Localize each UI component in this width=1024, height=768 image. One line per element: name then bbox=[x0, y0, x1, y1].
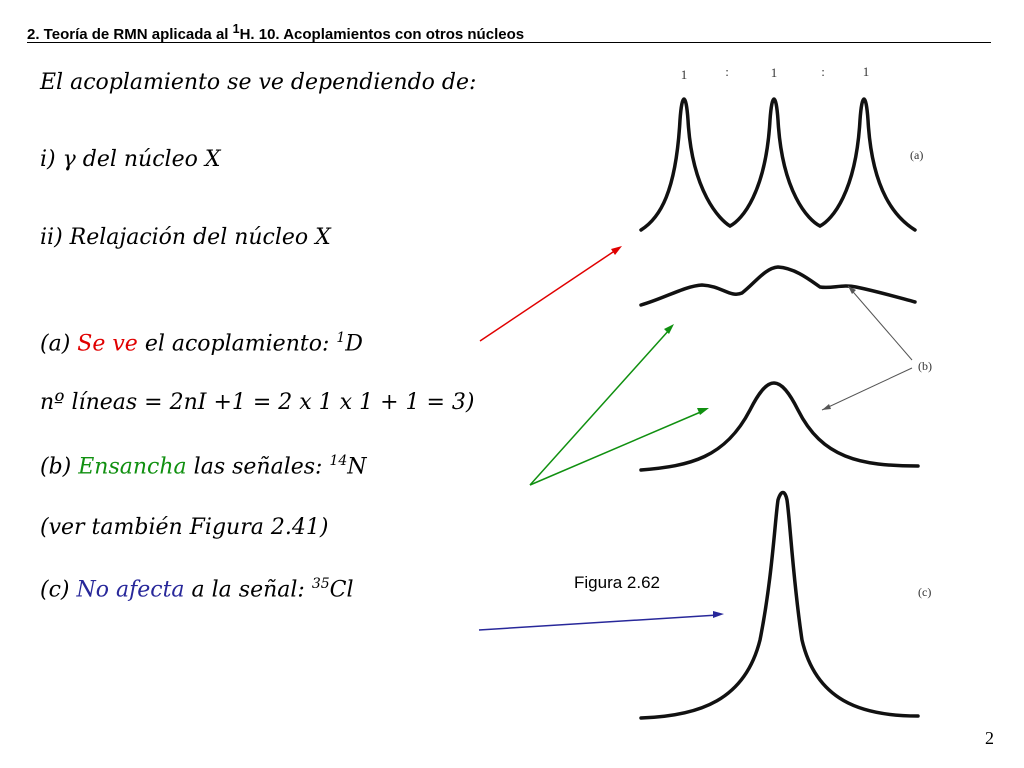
header-suffix: H. 10. Acoplamientos con otros núcleos bbox=[239, 26, 525, 43]
label-b-arrowhead-lower bbox=[822, 404, 831, 410]
label-b-arrowhead-upper bbox=[848, 286, 856, 294]
line-case-b: (b) Ensancha las señales: 14N bbox=[40, 453, 367, 479]
ratio-colon-first: : bbox=[725, 64, 729, 79]
header-prefix: 2. Teoría de RMN aplicada al bbox=[27, 26, 233, 43]
arrow-green-lower bbox=[529, 410, 704, 486]
spectrum-a-label: (a) bbox=[910, 148, 923, 162]
case-c-highlight: No afecta bbox=[76, 577, 185, 603]
case-a-highlight: Se ve bbox=[77, 331, 138, 357]
case-c-text: a la señal: bbox=[184, 577, 312, 603]
case-b-superscript: 14 bbox=[329, 453, 348, 469]
arrow-green-upper bbox=[529, 328, 671, 486]
line-see-also: (ver también Figura 2.41) bbox=[40, 515, 329, 540]
case-a-superscript: 1 bbox=[336, 330, 346, 346]
arrow-blue bbox=[478, 614, 719, 631]
spectrum-a-triplet bbox=[639, 97, 917, 232]
spectrum-c-singlet bbox=[639, 490, 920, 720]
arrow-green-lower-head bbox=[697, 408, 709, 415]
header-rule bbox=[27, 42, 991, 43]
line-formula: nº líneas = 2nI +1 = 2 x 1 x 1 + 1 = 3) bbox=[40, 390, 475, 415]
ratio-1-second: 1 bbox=[771, 65, 778, 80]
arrow-red-head bbox=[611, 246, 622, 255]
header-superscript: 1 bbox=[232, 22, 240, 36]
case-b-text: las señales: bbox=[186, 454, 330, 480]
case-a-text: el acoplamiento: bbox=[137, 331, 337, 357]
ratio-1-third: 1 bbox=[863, 64, 870, 79]
figure-caption: Figura 2.62 bbox=[574, 573, 660, 592]
case-c-superscript: 35 bbox=[311, 576, 330, 592]
label-b-pointer-upper bbox=[847, 285, 913, 361]
line-gamma: i) γ del núcleo X bbox=[40, 147, 221, 172]
label-b-pointer-lower bbox=[821, 367, 913, 411]
case-a-nucleus: D bbox=[345, 331, 363, 357]
case-a-label: (a) bbox=[40, 331, 78, 357]
case-c-label: (c) bbox=[40, 577, 77, 603]
line-case-c: (c) No afecta a la señal: 35Cl bbox=[40, 576, 354, 602]
spectrum-c-label: (c) bbox=[918, 585, 931, 599]
case-b-highlight: Ensancha bbox=[78, 454, 187, 480]
arrow-red bbox=[479, 249, 617, 342]
slide-header: 2. Teoría de RMN aplicada al 1H. 10. Aco… bbox=[27, 22, 524, 43]
page-number: 2 bbox=[985, 728, 994, 748]
case-b-nucleus: N bbox=[347, 454, 367, 480]
spectrum-b-label: (b) bbox=[918, 359, 932, 373]
spectrum-b-broad-singlet bbox=[639, 381, 920, 472]
line-case-a: (a) Se ve el acoplamiento: 1D bbox=[40, 330, 363, 356]
spectrum-b-broad-triplet bbox=[639, 265, 917, 307]
arrow-blue-head bbox=[713, 611, 724, 618]
ratio-1-first: 1 bbox=[681, 67, 688, 82]
ratio-colon-second: : bbox=[821, 64, 825, 79]
arrow-green-upper-head bbox=[664, 324, 674, 334]
case-b-label: (b) bbox=[40, 454, 79, 480]
line-relaxation: ii) Relajación del núcleo X bbox=[40, 225, 331, 250]
line-intro: El acoplamiento se ve dependiendo de: bbox=[40, 70, 477, 95]
case-c-nucleus: Cl bbox=[329, 577, 354, 603]
